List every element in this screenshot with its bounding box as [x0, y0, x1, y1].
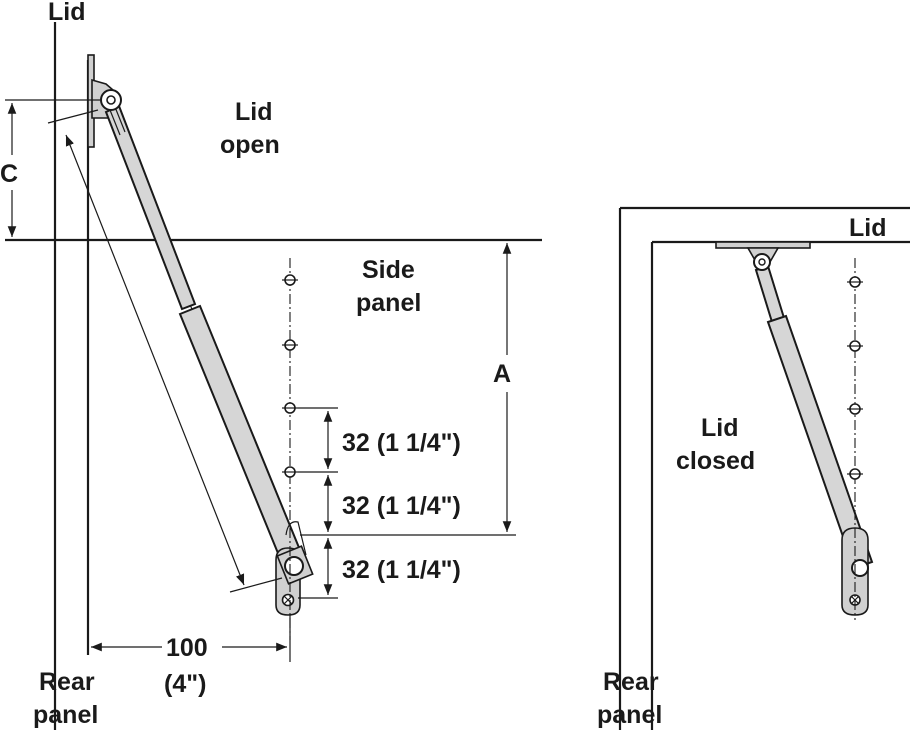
dimension-c-label: C — [0, 160, 18, 188]
dimension-a-label: A — [493, 360, 511, 388]
spacing-label-1: 32 (1 1/4") — [342, 429, 461, 457]
system-32-holes-left — [282, 258, 298, 640]
offset-in-label: (4") — [164, 670, 206, 698]
lid-closed-label-line2: closed — [676, 447, 755, 475]
lid-closed-panel — [618, 206, 910, 730]
lid-open-panel — [53, 22, 90, 730]
lid-right-label: Lid — [849, 214, 887, 242]
spacing-label-2: 32 (1 1/4") — [342, 492, 461, 520]
strut-length-dimension — [47, 109, 283, 593]
lid-closed-plate — [715, 241, 811, 249]
lid-pivot — [100, 89, 122, 111]
rear-panel-right-label-line2: panel — [597, 701, 662, 729]
gas-strut-closed — [753, 253, 874, 571]
lid-open-label-line1: Lid — [235, 98, 273, 126]
system-32-holes-right — [847, 258, 863, 620]
dimension-c: C — [0, 99, 100, 237]
lid-top-label: Lid — [48, 0, 86, 26]
side-panel-bracket — [275, 521, 314, 616]
offset-dimension: 100 (4") — [91, 615, 291, 698]
spacing-dimensions: 32 (1 1/4") 32 (1 1/4") 32 (1 1/4") — [298, 407, 461, 599]
spacing-label-3: 32 (1 1/4") — [342, 556, 461, 584]
offset-mm-label: 100 — [166, 634, 208, 662]
lid-closed-label-line1: Lid — [701, 414, 739, 442]
gas-strut-open — [104, 99, 304, 569]
dimension-a: A — [300, 243, 516, 536]
side-panel-label-line2: panel — [356, 289, 421, 317]
side-panel-label-line1: Side — [362, 256, 415, 284]
rear-panel-left-label-line2: panel — [33, 701, 98, 729]
rear-panel-right-label-line1: Rear — [603, 668, 659, 696]
lid-open-label-line2: open — [220, 131, 280, 159]
rear-panel-left-label-line1: Rear — [39, 668, 95, 696]
